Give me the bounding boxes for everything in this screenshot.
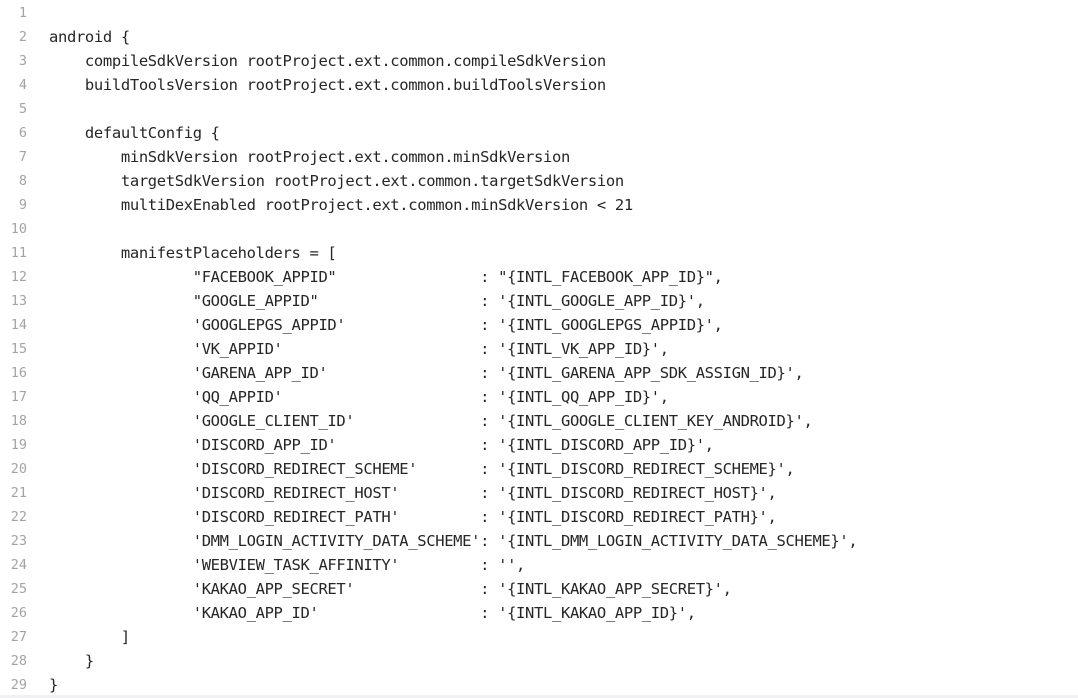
line-number: 18: [10, 413, 27, 429]
line-number: 11: [10, 245, 27, 261]
line-text: ]: [49, 628, 130, 646]
line-text: 'DISCORD_APP_ID' : '{INTL_DISCORD_APP_ID…: [49, 436, 714, 454]
line-number: 23: [10, 533, 27, 549]
line-text: 'GOOGLE_CLIENT_ID' : '{INTL_GOOGLE_CLIEN…: [49, 412, 813, 430]
line-number: 9: [18, 197, 27, 213]
line-text: 'QQ_APPID' : '{INTL_QQ_APP_ID}',: [49, 388, 669, 406]
line-text: "GOOGLE_APPID" : '{INTL_GOOGLE_APP_ID}',: [49, 292, 705, 310]
line-text: compileSdkVersion rootProject.ext.common…: [49, 52, 606, 70]
line-number: 22: [10, 509, 27, 525]
line-number: 2: [18, 29, 27, 45]
line-number: 1: [18, 5, 27, 21]
line-text: 'DISCORD_REDIRECT_SCHEME' : '{INTL_DISCO…: [49, 460, 795, 478]
line-text: manifestPlaceholders = [: [49, 244, 337, 262]
line-text: }: [49, 652, 94, 670]
line-text: 'KAKAO_APP_SECRET' : '{INTL_KAKAO_APP_SE…: [49, 580, 732, 598]
editor-bottom-border: [0, 695, 1078, 698]
line-number: 21: [10, 485, 27, 501]
line-number: 27: [10, 629, 27, 645]
line-text: android {: [49, 28, 130, 46]
line-number: 7: [18, 149, 27, 165]
line-number: 4: [18, 77, 27, 93]
line-text: 'GOOGLEPGS_APPID' : '{INTL_GOOGLEPGS_APP…: [49, 316, 723, 334]
line-number: 5: [18, 101, 27, 117]
line-text: 'WEBVIEW_TASK_AFFINITY' : '',: [49, 556, 526, 574]
line-number: 16: [10, 365, 27, 381]
line-text: 'VK_APPID' : '{INTL_VK_APP_ID}',: [49, 340, 669, 358]
line-text: defaultConfig {: [49, 124, 220, 142]
line-number: 20: [10, 461, 27, 477]
line-text: minSdkVersion rootProject.ext.common.min…: [49, 148, 570, 166]
line-text: targetSdkVersion rootProject.ext.common.…: [49, 172, 624, 190]
line-text: 'DISCORD_REDIRECT_PATH' : '{INTL_DISCORD…: [49, 508, 777, 526]
line-number: 13: [10, 293, 27, 309]
line-number: 6: [18, 125, 27, 141]
line-number: 3: [18, 53, 27, 69]
line-text: }: [49, 676, 58, 694]
line-number: 14: [10, 317, 27, 333]
line-text: 'KAKAO_APP_ID' : '{INTL_KAKAO_APP_ID}',: [49, 604, 696, 622]
line-text: 'DMM_LOGIN_ACTIVITY_DATA_SCHEME': '{INTL…: [49, 532, 858, 550]
line-number: 25: [10, 581, 27, 597]
line-number: 19: [10, 437, 27, 453]
line-number: 24: [10, 557, 27, 573]
line-number: 15: [10, 341, 27, 357]
line-number: 8: [18, 173, 27, 189]
line-text: "FACEBOOK_APPID" : "{INTL_FACEBOOK_APP_I…: [49, 268, 723, 286]
line-text: multiDexEnabled rootProject.ext.common.m…: [49, 196, 633, 214]
line-text: buildToolsVersion rootProject.ext.common…: [49, 76, 606, 94]
line-number: 17: [10, 389, 27, 405]
line-number: 28: [10, 653, 27, 669]
line-text: 'GARENA_APP_ID' : '{INTL_GARENA_APP_SDK_…: [49, 364, 804, 382]
line-number: 10: [10, 221, 27, 237]
line-number: 26: [10, 605, 27, 621]
line-text: 'DISCORD_REDIRECT_HOST' : '{INTL_DISCORD…: [49, 484, 777, 502]
line-number: 29: [10, 677, 27, 693]
line-number: 12: [10, 269, 27, 285]
